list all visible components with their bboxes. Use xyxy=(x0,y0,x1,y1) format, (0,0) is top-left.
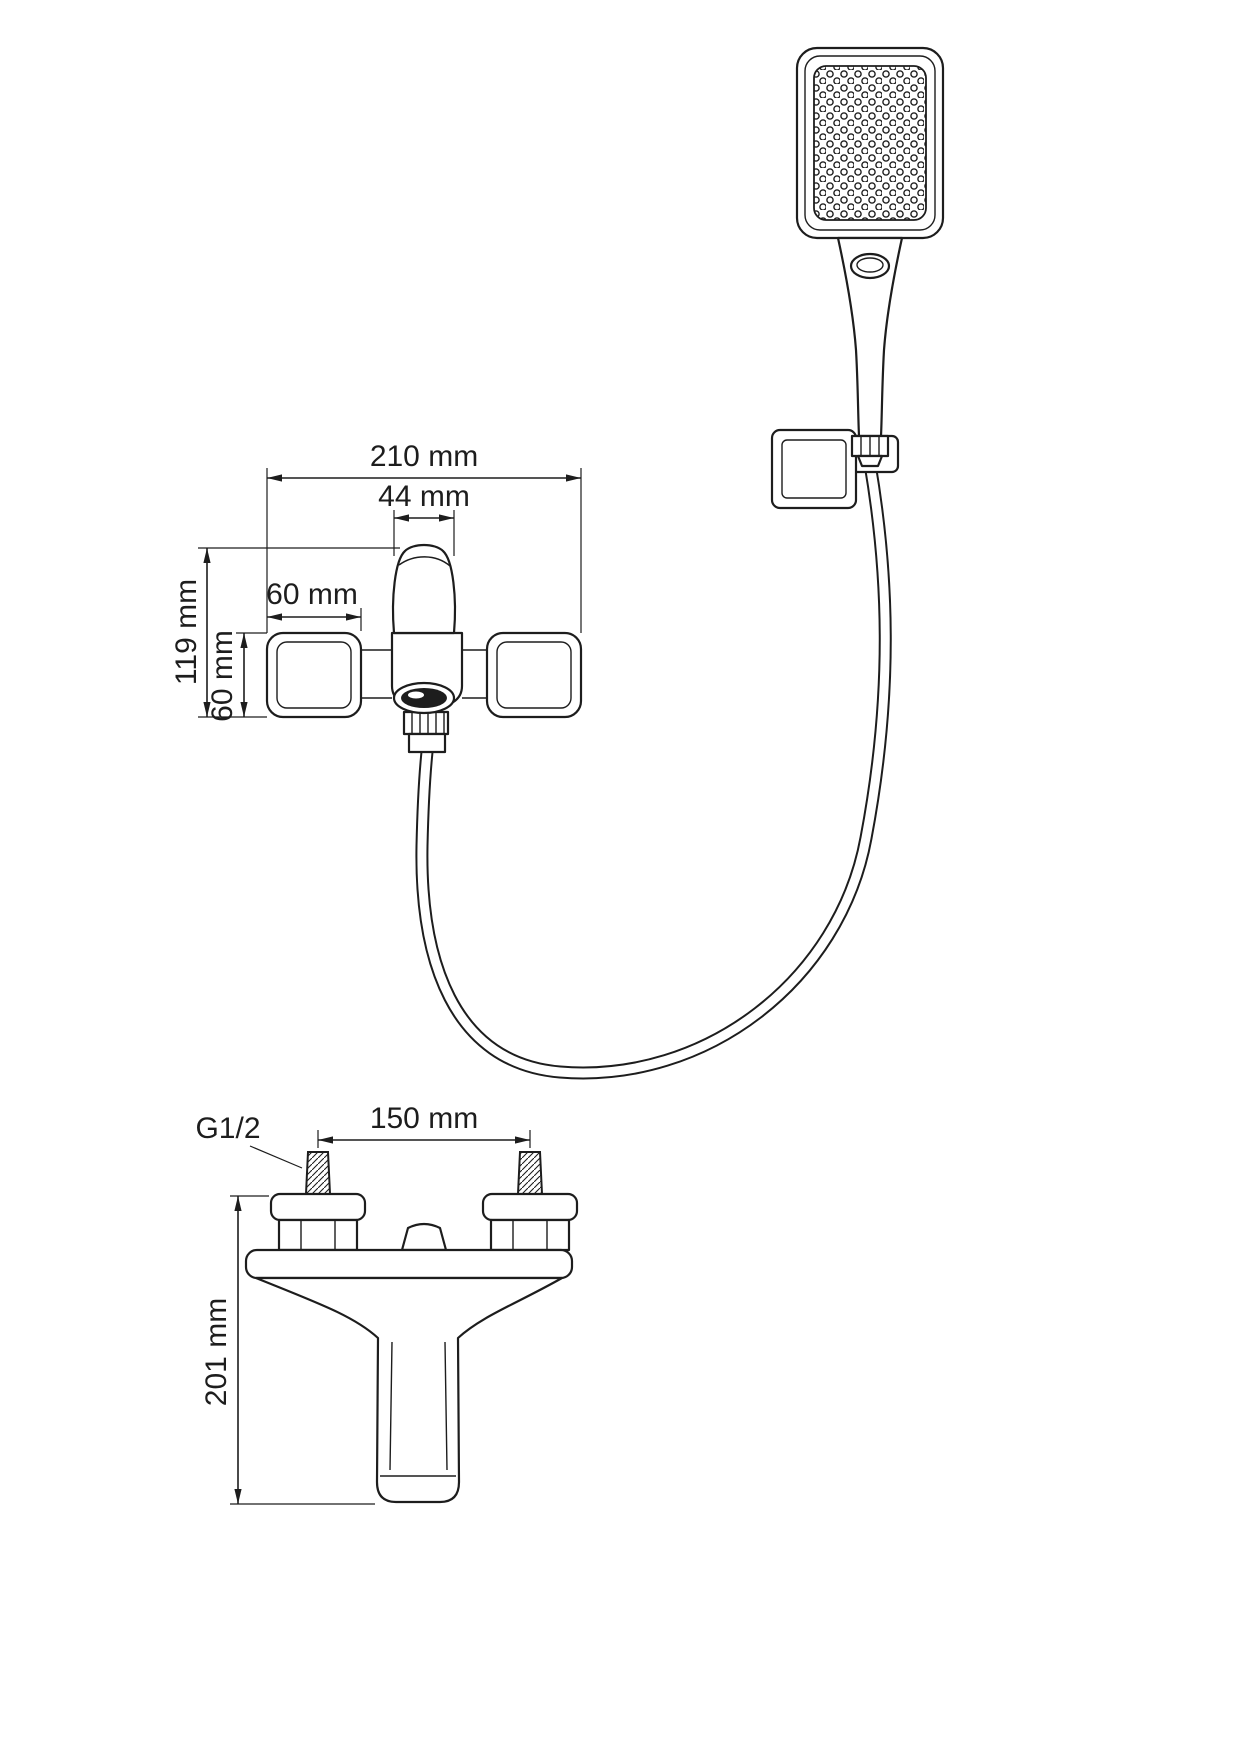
flange-right xyxy=(481,1192,579,1222)
dim-total-height: 201 mm xyxy=(200,1195,375,1505)
shower-head-rim xyxy=(804,55,936,231)
side-spout-column xyxy=(254,1276,564,1504)
dim-escutcheon-width: 60 mm xyxy=(266,578,362,631)
supply-thread-right xyxy=(516,1151,544,1195)
shower-face-nozzles xyxy=(813,65,927,221)
left-escutcheon xyxy=(265,631,363,719)
hex-nut-right xyxy=(489,1218,571,1252)
supply-thread-left xyxy=(304,1151,332,1195)
spout-contour-lines xyxy=(389,1341,448,1471)
dim-total-width: 210 mm xyxy=(266,440,582,633)
hose-connector xyxy=(402,710,450,754)
thread-label: G1/2 xyxy=(195,1112,260,1145)
dim-connection-spacing-label: 150 mm xyxy=(370,1102,478,1135)
aerator xyxy=(392,681,456,715)
body-arms xyxy=(361,649,487,699)
dim-handle-width-label: 44 mm xyxy=(378,480,470,513)
dim-total-height-label: 201 mm xyxy=(200,1298,233,1406)
handle-hose-nut xyxy=(850,434,890,468)
side-view-dimensions: G1/2 150 mm 201 mm xyxy=(195,1102,531,1505)
dim-body-height-label: 119 mm xyxy=(170,579,203,685)
front-view-dimensions: 210 mm 44 mm 60 mm 119 mm 60 mm xyxy=(170,440,582,722)
wall-bracket-inner xyxy=(781,439,847,499)
dim-body-height: 119 mm xyxy=(170,547,400,718)
mixer-front-view xyxy=(265,543,583,754)
left-escutcheon-inner xyxy=(276,641,352,709)
shower-hose xyxy=(415,457,892,1080)
hex-nut-left xyxy=(277,1218,359,1252)
wall-bracket xyxy=(770,428,858,510)
dim-escutcheon-width-label: 60 mm xyxy=(266,578,358,611)
dim-escutcheon-height-label: 60 mm xyxy=(206,630,239,722)
dim-connection-spacing: 150 mm xyxy=(317,1102,531,1148)
thread-callout: G1/2 xyxy=(195,1112,303,1169)
thread-leader-line xyxy=(249,1145,303,1169)
mixer-side-view xyxy=(244,1151,579,1504)
right-escutcheon xyxy=(485,631,583,719)
side-body-bar xyxy=(244,1248,574,1280)
dim-total-width-label: 210 mm xyxy=(370,440,478,473)
dim-escutcheon-height: 60 mm xyxy=(206,630,267,722)
shower-mode-button-inner xyxy=(856,257,884,273)
mixer-lever-handle xyxy=(391,543,457,635)
mixer-lever-cap-line xyxy=(398,556,451,567)
flange-left xyxy=(269,1192,367,1222)
right-escutcheon-inner xyxy=(496,641,572,709)
side-lever-tip xyxy=(400,1222,448,1252)
hand-shower xyxy=(770,46,945,510)
